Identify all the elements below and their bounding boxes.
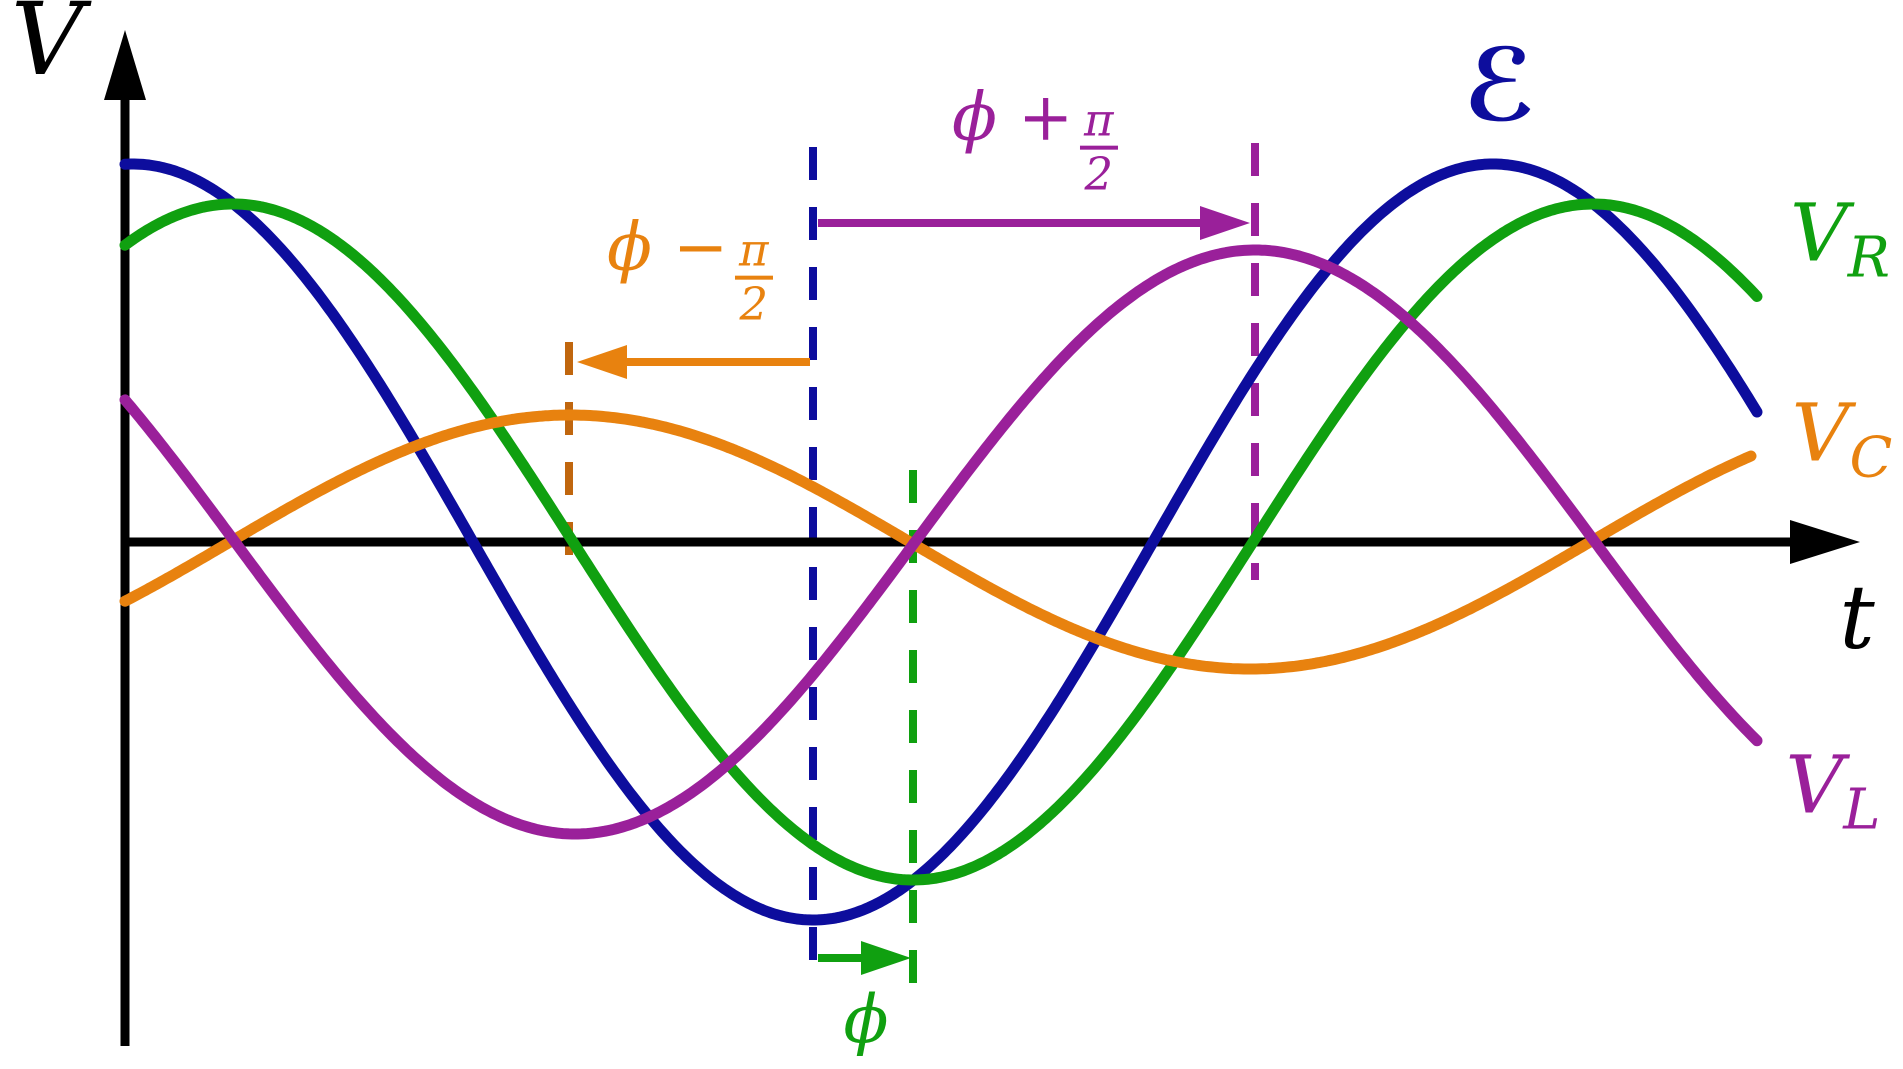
emf-script-e-symbol: ℰ: [1463, 26, 1537, 144]
curve-label-vr: VR: [1790, 193, 1890, 291]
x-axis-label-text: t: [1839, 566, 1875, 669]
phase-plus-fraction-denominator: 2: [1084, 147, 1114, 201]
phase-minus-fraction-numerator: π: [734, 226, 774, 280]
vc-label-subscript: C: [1849, 425, 1893, 491]
phase-minus-fraction-denominator: 2: [739, 277, 769, 331]
vl-label-text: V: [1785, 738, 1844, 832]
vc-label-text: V: [1791, 386, 1850, 480]
phase-plus-phi-text: ϕ +: [951, 78, 1074, 156]
vr-label-text: V: [1790, 186, 1848, 280]
vr-label-subscript: R: [1847, 225, 1890, 291]
phase-phi-text: ϕ: [843, 981, 889, 1058]
curve-label-vc: VC: [1792, 393, 1893, 491]
phase-minus-phi-text: ϕ −: [606, 208, 729, 286]
y-axis-label-text: V: [10, 0, 84, 98]
curve-label-vl: VL: [1786, 745, 1881, 843]
curve-label-emf: ℰ: [1464, 35, 1537, 135]
phase-annotation-phi: ϕ: [844, 987, 889, 1053]
phase-plus-fraction-numerator: π: [1079, 96, 1119, 150]
x-axis-label: t: [1839, 574, 1874, 662]
y-axis-label: V: [11, 0, 83, 90]
vl-label-subscript: L: [1843, 777, 1881, 843]
